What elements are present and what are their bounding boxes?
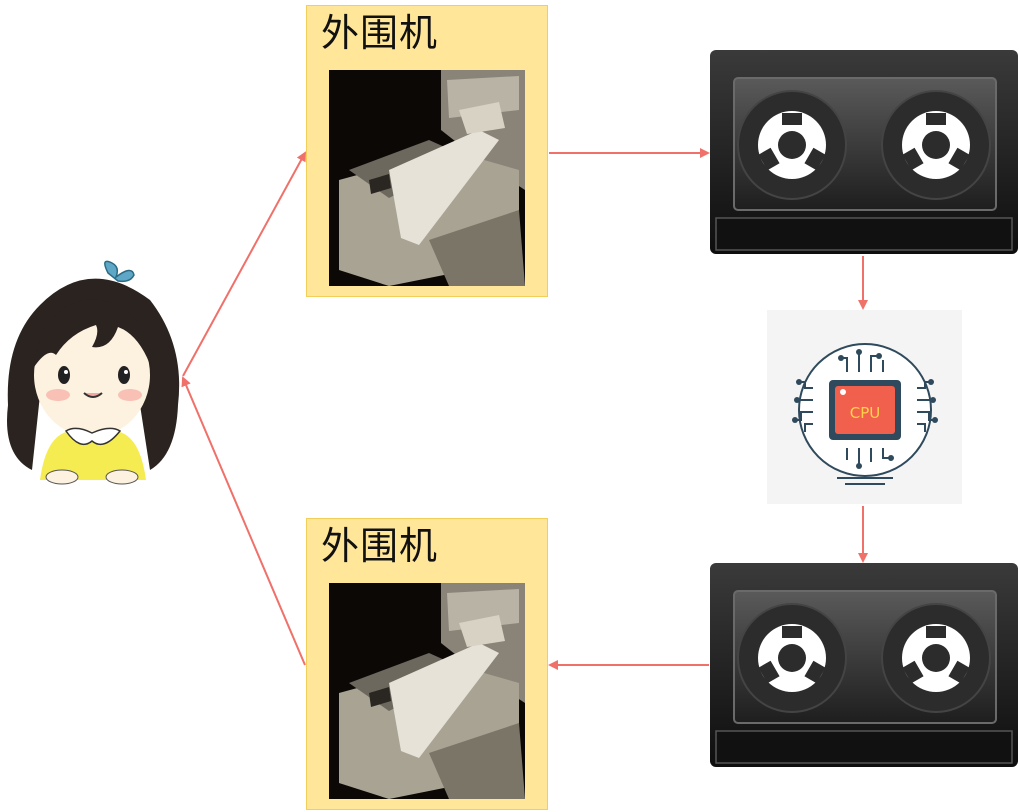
magnetic-tape-top (710, 50, 1018, 254)
peripheral-label: 外围机 (321, 524, 439, 568)
arrow-bottom-peripheral-to-avatar (181, 376, 306, 666)
girl-avatar-icon (7, 260, 180, 485)
peripheral-bottom: 外围机 (306, 518, 548, 810)
girl-avatar (0, 255, 185, 485)
peripheral-top: 外围机 (306, 5, 548, 297)
punch-card-machine-icon (329, 583, 525, 799)
cpu-chip-icon: CPU (792, 343, 938, 485)
magnetic-tape-icon (710, 50, 1018, 254)
peripheral-label: 外围机 (321, 11, 439, 55)
arrow-avatar-to-top-peripheral (182, 151, 306, 377)
punch-card-machine-image (329, 70, 525, 286)
cpu-label: CPU (850, 404, 881, 422)
cpu-card: CPU (767, 310, 962, 504)
punch-card-machine-icon (329, 70, 525, 286)
punch-card-machine-image (329, 583, 525, 799)
magnetic-tape-icon (710, 563, 1018, 767)
magnetic-tape-bottom (710, 563, 1018, 767)
